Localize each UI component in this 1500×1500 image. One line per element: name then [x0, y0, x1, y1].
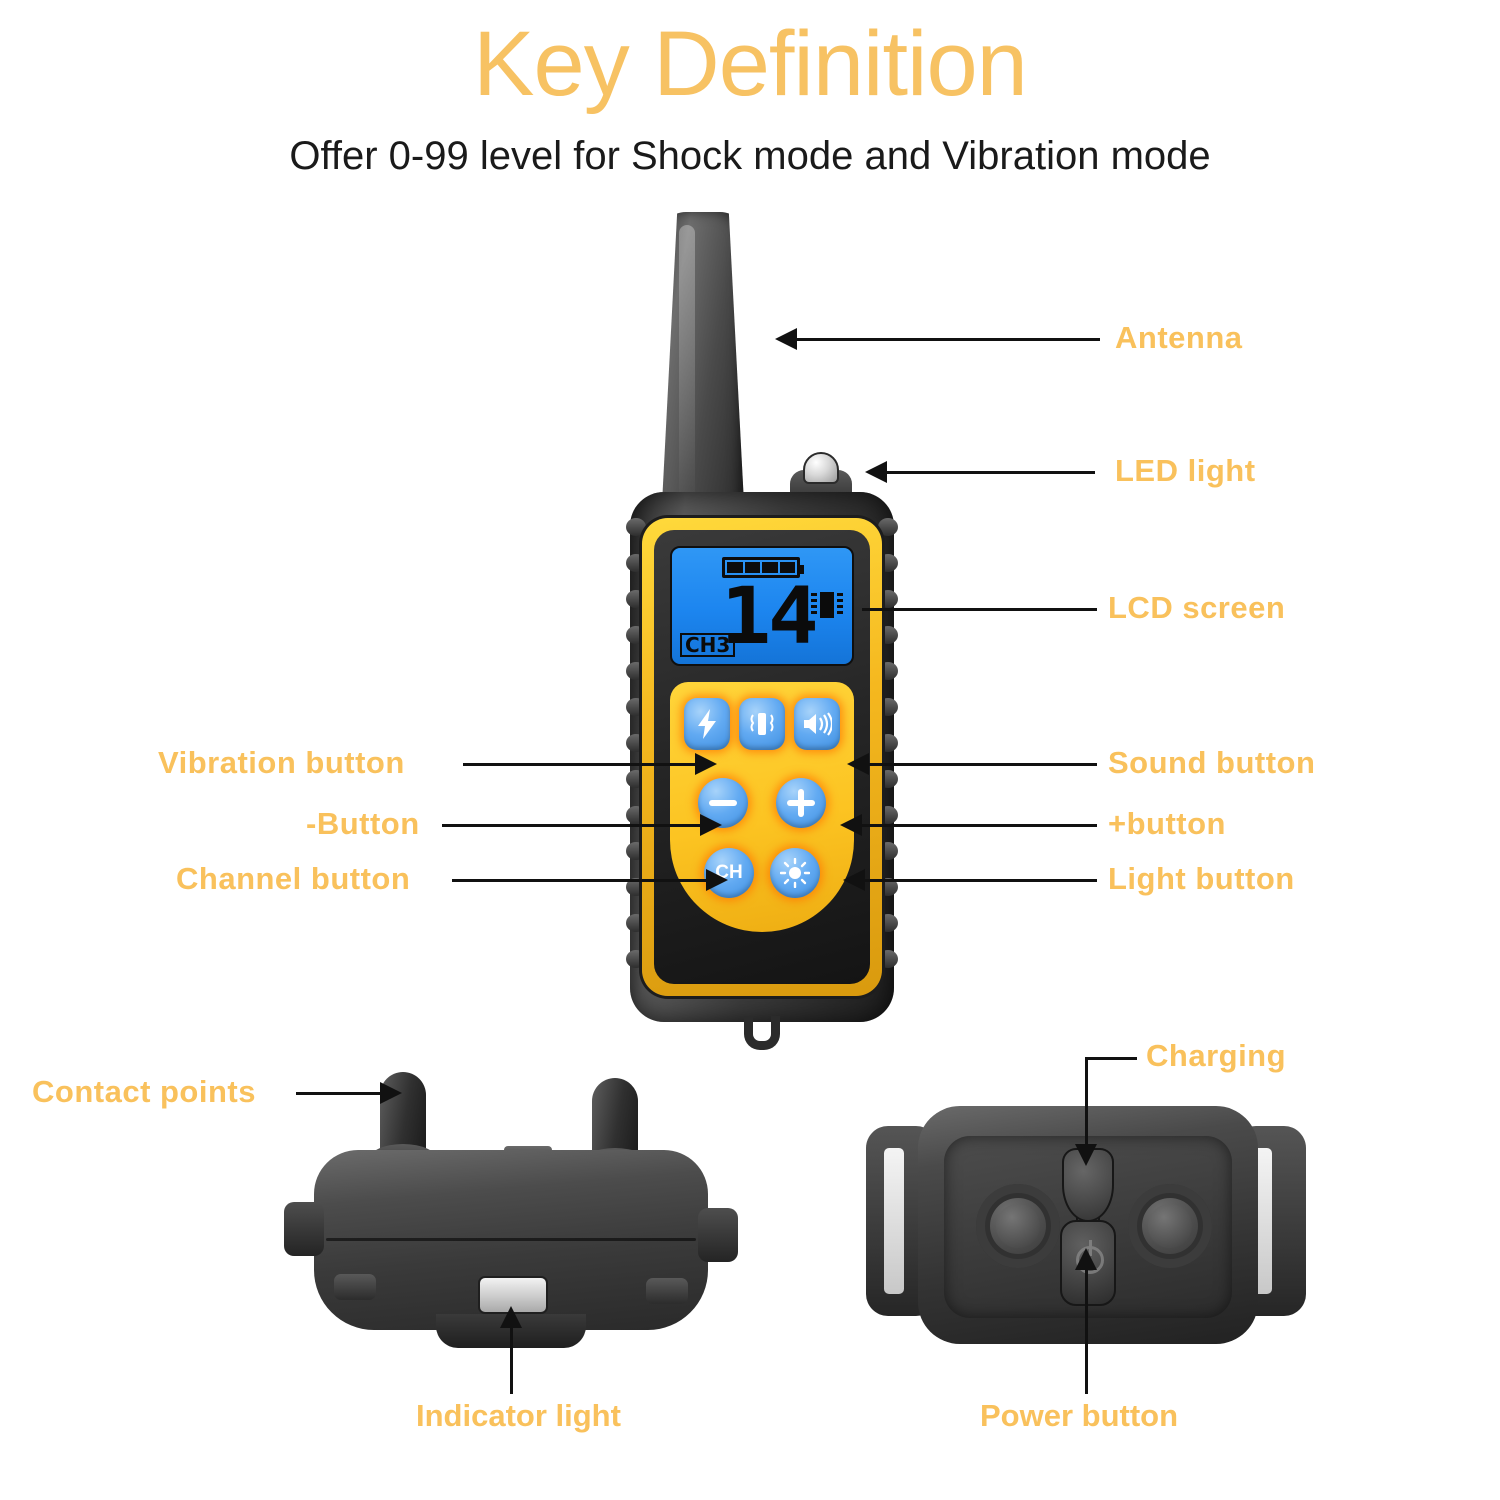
shock-button[interactable]: [684, 698, 730, 750]
vibration-indicator-icon: [811, 592, 843, 618]
lcd-screen: 14 CH3: [670, 546, 854, 666]
leader-lcd-screen: [862, 608, 1097, 611]
leader-indicator-light: [510, 1320, 513, 1394]
contact-boss-right: [1128, 1184, 1212, 1268]
vibration-icon: [747, 710, 777, 738]
leader-light-button: [858, 879, 1097, 882]
arrow-sound-button: [847, 753, 869, 775]
leader-channel-button: [452, 879, 714, 882]
arrow-plus-button: [840, 814, 862, 836]
label-power-button: Power button: [980, 1398, 1179, 1433]
lcd-level-value: 14: [720, 572, 818, 662]
speaker-icon: [802, 711, 832, 737]
collar-strap-tab-right: [698, 1208, 738, 1262]
label-light-button: Light button: [1108, 861, 1295, 896]
page-title: Key Definition: [473, 13, 1028, 115]
label-plus-button: +button: [1108, 806, 1226, 841]
arrow-antenna: [775, 328, 797, 350]
leader-minus-button: [442, 824, 709, 827]
port-cover[interactable]: [1060, 1148, 1116, 1308]
leader-contact-points: [296, 1092, 386, 1095]
leader-antenna: [790, 338, 1100, 341]
plus-icon: [787, 789, 815, 817]
leader-power-button: [1085, 1260, 1088, 1394]
remote-transmitter: 14 CH3: [612, 212, 912, 1062]
leader-led-light: [880, 471, 1095, 474]
label-lcd-screen: LCD screen: [1108, 590, 1286, 625]
label-sound-button: Sound button: [1108, 745, 1316, 780]
label-channel-button: Channel button: [176, 861, 411, 896]
channel-button[interactable]: CH: [704, 848, 754, 898]
sun-icon: [780, 858, 810, 888]
leader-sound-button: [862, 763, 1097, 766]
leader-charging-h: [1085, 1057, 1137, 1060]
leader-charging-v: [1085, 1057, 1088, 1149]
label-vibration-button: Vibration button: [158, 745, 405, 780]
label-indicator-light: Indicator light: [416, 1398, 621, 1433]
lanyard-loop: [744, 1016, 780, 1050]
arrow-light-button: [843, 869, 865, 891]
arrow-indicator-light: [500, 1306, 522, 1328]
lightning-bolt-icon: [695, 709, 719, 739]
led-light: [803, 452, 839, 484]
leader-plus-button: [855, 824, 1097, 827]
remote-keypad: CH: [670, 682, 854, 932]
leader-vibration-button: [463, 763, 703, 766]
label-led-light: LED light: [1115, 453, 1256, 488]
arrow-minus-button: [700, 814, 722, 836]
arrow-channel-button: [706, 869, 728, 891]
page-subtitle: Offer 0-99 level for Shock mode and Vibr…: [289, 134, 1211, 178]
arrow-power-button: [1075, 1248, 1097, 1270]
light-button[interactable]: [770, 848, 820, 898]
arrow-contact-points: [380, 1082, 402, 1104]
arrow-vibration-button: [695, 753, 717, 775]
battery-indicator-icon: [722, 557, 804, 578]
sound-button[interactable]: [794, 698, 840, 750]
arrow-led-light: [865, 461, 887, 483]
minus-icon: [709, 799, 737, 807]
arrow-charging: [1075, 1144, 1097, 1166]
collar-receiver-top-view: [284, 1062, 738, 1362]
label-minus-button: -Button: [306, 806, 420, 841]
collar-strap-tab-left: [284, 1202, 324, 1256]
label-charging: Charging: [1146, 1038, 1287, 1073]
contact-boss-left: [976, 1184, 1060, 1268]
vibration-button[interactable]: [739, 698, 785, 750]
label-antenna: Antenna: [1115, 320, 1243, 355]
label-contact-points: Contact points: [32, 1074, 256, 1109]
plus-button[interactable]: [776, 778, 826, 828]
lcd-channel-value: CH3: [680, 633, 736, 657]
